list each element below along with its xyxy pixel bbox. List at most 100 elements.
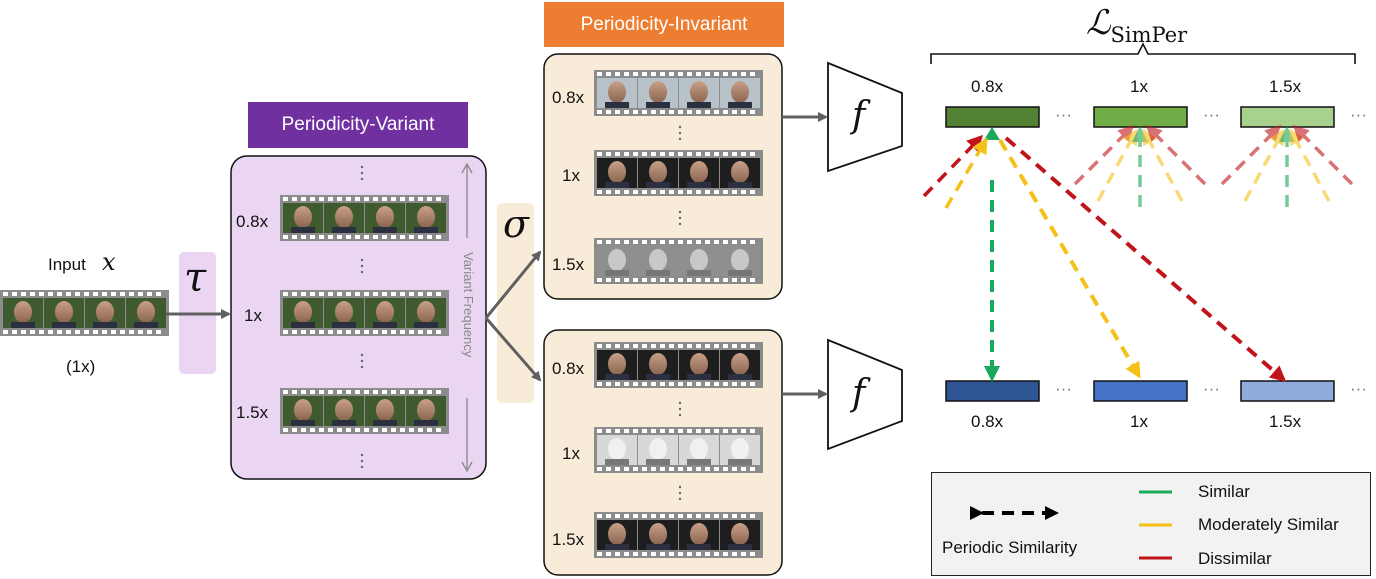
input-film-face [55,301,73,323]
variant-film-2-sprocket-bottom [310,428,315,432]
invariant-bottom-film-0-sprocket-bottom [678,382,683,386]
variant-film-2-sprocket-bottom [319,428,324,432]
invariant-top-film-1-face [649,161,667,183]
invariant-top-film-0-sprocket-bottom [714,110,719,114]
invariant-top-film-2-sprocket-bottom [750,278,755,282]
invariant-bottom-film-1-sprocket-bottom [750,467,755,471]
invariant-bottom-film-0-sprocket-top [678,344,683,348]
variant-film-1 [280,290,449,336]
invariant-bottom-film-0-sprocket-top [624,344,629,348]
invariant-bottom-film-1-sprocket-top [633,429,638,433]
variant-film-0-shirt [291,227,315,233]
variant-film-1-sprocket-bottom [400,330,405,334]
invariant-bottom-film-0-sprocket-bottom [714,382,719,386]
invariant-top-film-0-sprocket-bottom [669,110,674,114]
invariant-bottom-film-1-sprocket-bottom [705,467,710,471]
invariant-bottom-film-1-sprocket-top [615,429,620,433]
variant-film-0-sprocket-top [436,197,441,201]
variant-film-2-sprocket-bottom [409,428,414,432]
variant-film-1-sprocket-top [292,292,297,296]
variant-film-1-sprocket-top [391,292,396,296]
variant-film-0-sprocket-bottom [355,235,360,239]
variant-film-2-sprocket-top [328,390,333,394]
variant-film-0-sprocket-bottom [319,235,324,239]
variant-film-0-sprocket-top [301,197,306,201]
invariant-top-film-1-sprocket-top [687,152,692,156]
input-film-sprocket-bottom [93,330,98,334]
variant-film-0-sprocket-top [292,197,297,201]
invariant-top-rate-2: 1.5x [552,255,585,274]
invariant-top-film-2-sprocket-bottom [669,278,674,282]
invariant-bottom-film-2-sprocket-top [633,514,638,518]
input-film-sprocket-bottom [129,330,134,334]
invariant-bottom-film-2-sprocket-bottom [624,552,629,556]
fan-1-red-left [1073,124,1135,186]
invariant-top-rate-0: 0.8x [552,88,585,107]
variant-film-0-sprocket-bottom [391,235,396,239]
variant-film-0-sprocket-bottom [346,235,351,239]
variant-film-1-sprocket-top [310,292,315,296]
variant-film-0-sprocket-bottom [418,235,423,239]
invariant-bottom-film-2-face [731,523,749,545]
variant-film-1-sprocket-top [418,292,423,296]
invariant-top-film-1-face [608,161,626,183]
legend: Periodic Similarity Similar Moderately S… [931,472,1371,576]
invariant-top-film-2-sprocket-bottom [597,278,602,282]
invariant-top-film-2-face [690,249,708,271]
variant-film-2-sprocket-top [382,390,387,394]
fan-1-yellow-left [1096,128,1138,202]
invariant-bottom-film-0-sprocket-top [705,344,710,348]
variant-film-2-sprocket-bottom [436,428,441,432]
invariant-bottom-film-2-shirt [646,544,670,550]
variant-film-0-sprocket-top [310,197,315,201]
invariant-bottom-film-2-sprocket-top [624,514,629,518]
input-film-sprocket-top [12,292,17,296]
invariant-top-film-1-sprocket-top [660,152,665,156]
invariant-top-film-2-shirt [605,270,629,276]
variant-film-0-sprocket-top [355,197,360,201]
variant-film-2-sprocket-top [355,390,360,394]
invariant-bottom-film-1-sprocket-bottom [651,467,656,471]
variant-film-0-face [335,206,353,228]
input-film-sprocket-bottom [39,330,44,334]
legend-dissimilar-label: Dissimilar [1198,549,1272,568]
input-film-face [14,301,32,323]
variant-film-2-sprocket-top [409,390,414,394]
sigma-flow-arrow-top [484,250,542,319]
invariant-top-film-1-sprocket-top [642,152,647,156]
invariant-top-film-1-face [731,161,749,183]
input-film-shirt [134,322,158,328]
invariant-top-dots-0 [678,125,682,129]
input-label: Input [48,255,86,274]
invariant-bottom-film-2-sprocket-bottom [696,552,701,556]
input-film-sprocket-bottom [156,330,161,334]
invariant-bottom-film-1-sprocket-top [678,429,683,433]
invariant-bottom-film-2-sprocket-bottom [750,552,755,556]
variant-film-2-sprocket-top [292,390,297,394]
invariant-bottom-film-0-sprocket-bottom [696,382,701,386]
invariant-top-film-2-sprocket-bottom [642,278,647,282]
invariant-top-film-0-sprocket-bottom [597,110,602,114]
invariant-bottom-film-1-sprocket-bottom [687,467,692,471]
invariant-bottom-film-0-sprocket-bottom [633,382,638,386]
variant-film-2-sprocket-bottom [328,428,333,432]
invariant-top-film-1-sprocket-top [732,152,737,156]
invariant-top-film-2-sprocket-top [705,240,710,244]
sigma-band [497,203,534,403]
invariant-bottom-film-2-sprocket-bottom [687,552,692,556]
invariant-top-film-0-face [649,81,667,103]
variant-film-1-face [335,301,353,323]
input-film-shirt [93,322,117,328]
invariant-bottom-film-0-shirt [646,374,670,380]
sigma-operator: σ [503,202,529,246]
invariant-top-film-1-sprocket-bottom [642,190,647,194]
invariant-bottom-film-0-sprocket-top [660,344,665,348]
input-film-sprocket-top [84,292,89,296]
variant-film-2-sprocket-bottom [400,428,405,432]
input-film-sprocket-bottom [12,330,17,334]
fan-1-red-right [1145,124,1207,186]
invariant-bottom-film-2-sprocket-bottom [651,552,656,556]
variant-dots-1 [360,264,364,268]
invariant-bottom-film-0-shirt [605,374,629,380]
